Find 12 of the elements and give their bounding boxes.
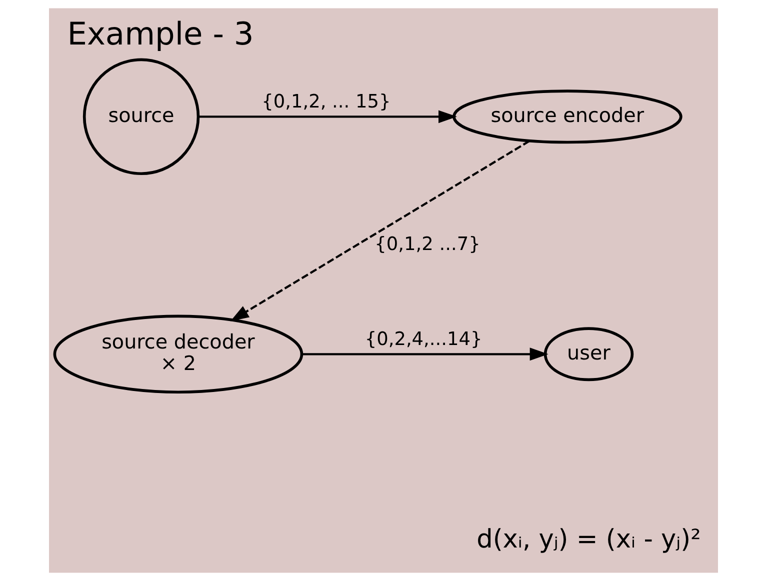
edge-label: {0,1,2 ...7} [374,234,480,255]
node-ellipse: source encoder [452,90,682,144]
edge-label: {0,2,4,...14} [364,328,482,350]
node-ellipse: source decoder × 2 [52,314,303,394]
arrow [301,348,548,361]
node-ellipse: user [543,327,634,382]
arrow [198,110,456,124]
arrow [230,140,530,322]
diagram-title: Example - 3 [66,16,254,53]
edge-label: {0,1,2, ... 15} [261,91,390,112]
node-circle: source [82,58,200,176]
label: d(xᵢ, yⱼ) = (xᵢ - yⱼ)² [476,524,700,555]
